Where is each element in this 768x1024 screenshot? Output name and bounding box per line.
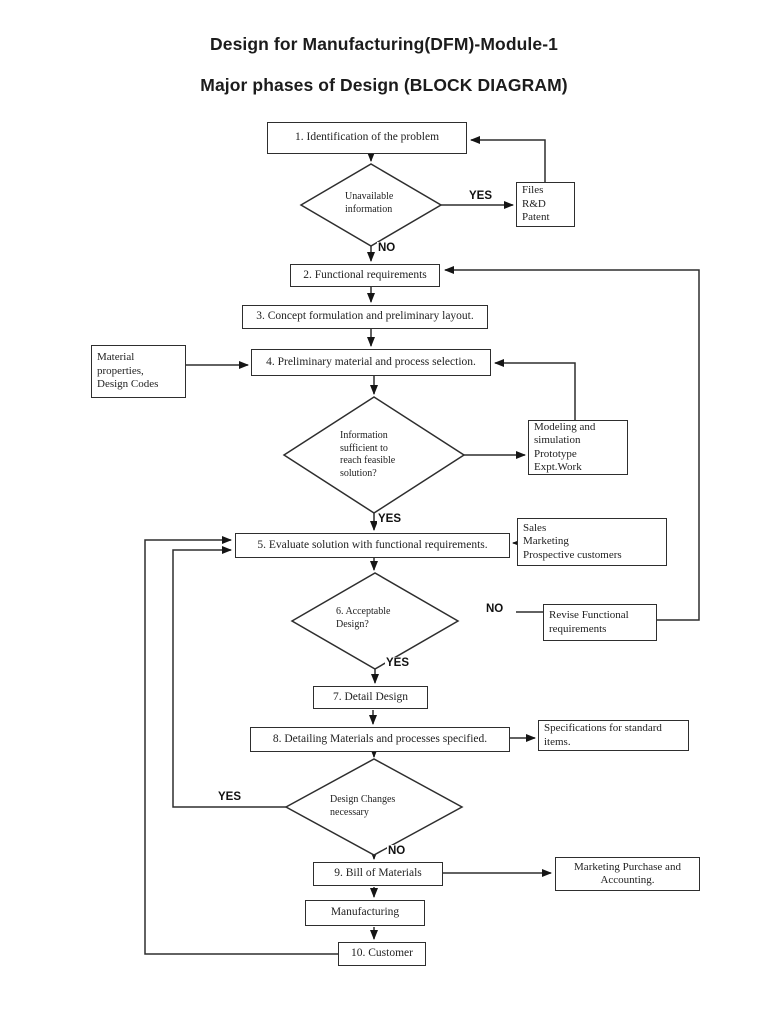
flow-box-material-properties: Material properties, Design Codes: [91, 345, 186, 398]
flow-box-customer: 10. Customer: [338, 942, 426, 966]
flow-box-sales-marketing: Sales Marketing Prospective customers: [517, 518, 667, 566]
decision-diamond-information-sufficient: [282, 396, 466, 514]
edge-label-acceptable-yes: YES: [385, 657, 411, 669]
decision-text-design-changes: Design Changes necessary: [330, 794, 396, 818]
decision-diamond-design-changes: [284, 758, 464, 856]
flow-box-revise-requirements: Revise Functional requirements: [543, 604, 657, 641]
flow-box-files-rd-patent: Files R&D Patent: [516, 182, 575, 227]
connector: [144, 536, 338, 955]
edge-label-changes-yes: YES: [217, 791, 243, 803]
flow-box-detail-design: 7. Detail Design: [313, 686, 428, 709]
flow-box-preliminary-selection: 4. Preliminary material and process sele…: [251, 349, 491, 376]
connector: [444, 266, 700, 621]
flow-box-modeling-simulation: Modeling and simulation Prototype Expt.W…: [528, 420, 628, 475]
page-subtitle: Major phases of Design (BLOCK DIAGRAM): [200, 75, 568, 95]
flow-box-identification: 1. Identification of the problem: [267, 122, 467, 154]
edge-label-sufficient-yes: YES: [377, 513, 403, 525]
flow-box-specifications: Specifications for standard items.: [538, 720, 689, 751]
flow-box-functional-requirements: 2. Functional requirements: [290, 264, 440, 287]
edge-label-acceptable-no: NO: [485, 603, 505, 615]
connector: [172, 546, 286, 808]
page-title: Design for Manufacturing(DFM)-Module-1: [210, 34, 558, 54]
edge-label-unavailable-no: NO: [377, 242, 397, 254]
decision-text-unavailable-information: Unavailable information: [345, 191, 394, 215]
connector: [470, 136, 546, 182]
flow-box-manufacturing: Manufacturing: [305, 900, 425, 926]
flow-box-concept-formulation: 3. Concept formulation and preliminary l…: [242, 305, 488, 329]
decision-text-information-sufficient: Information sufficient to reach feasible…: [340, 430, 396, 479]
decision-diamond-acceptable-design: [290, 572, 460, 670]
decision-text-acceptable-design: 6. Acceptable Design?: [336, 606, 391, 630]
decision-diamond-unavailable-information: [299, 163, 443, 247]
flow-box-detailing-materials: 8. Detailing Materials and processes spe…: [250, 727, 510, 752]
flow-box-bill-of-materials: 9. Bill of Materials: [313, 862, 443, 886]
edge-label-changes-no: NO: [387, 845, 407, 857]
flow-box-marketing-purchase: Marketing Purchase and Accounting.: [555, 857, 700, 891]
connector: [494, 359, 576, 420]
edge-label-unavailable-yes: YES: [468, 190, 494, 202]
flow-box-evaluate-solution: 5. Evaluate solution with functional req…: [235, 533, 510, 558]
